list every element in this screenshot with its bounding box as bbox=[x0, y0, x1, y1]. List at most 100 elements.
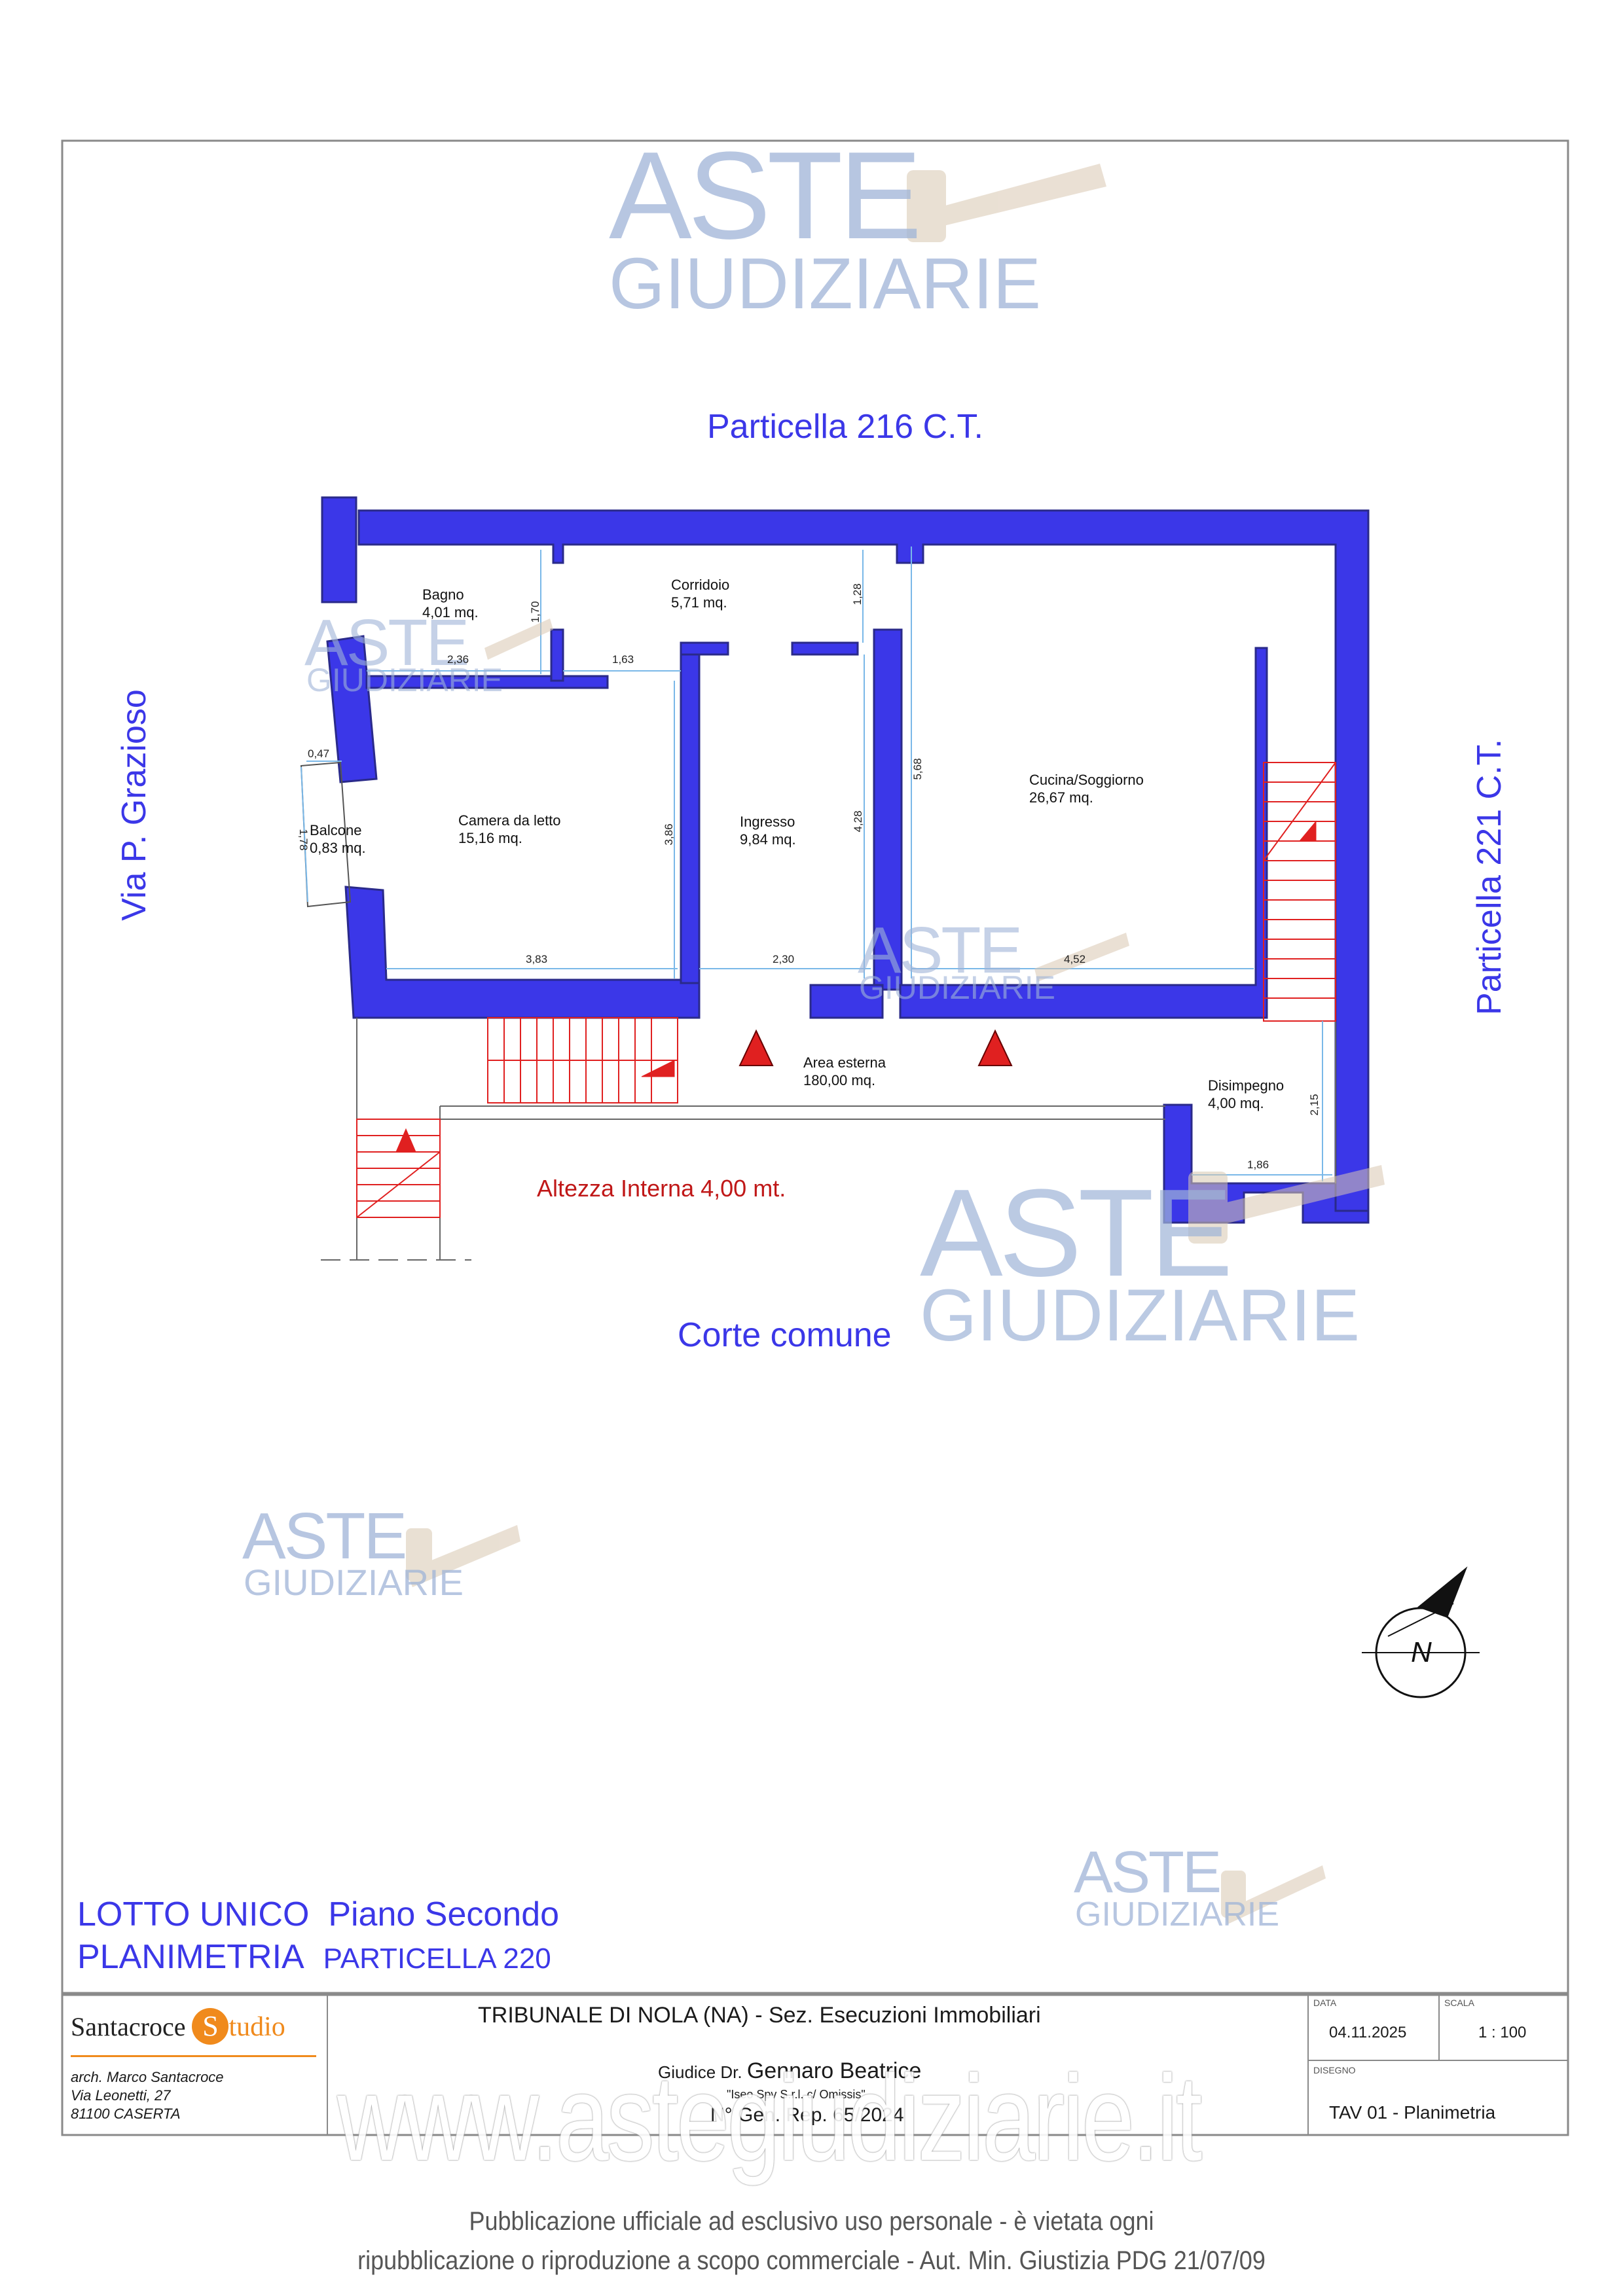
dim-balc-h: 1,78 bbox=[297, 829, 310, 851]
author-city: 81100 CASERTA bbox=[71, 2106, 181, 2122]
dim-balc-w: 0,47 bbox=[308, 747, 330, 760]
watermark-giudiziarie-5: GIUDIZIARIE bbox=[306, 662, 503, 698]
studio-address: arch. Marco Santacroce Via Leonetti, 27 … bbox=[71, 2068, 224, 2123]
author-street: Via Leonetti, 27 bbox=[71, 2087, 171, 2104]
dim-ingresso-h: 4,28 bbox=[852, 810, 864, 833]
court-title: TRIBUNALE DI NOLA (NA) - Sez. Esecuzioni… bbox=[478, 2003, 1041, 2028]
dim-cucina-h: 5,68 bbox=[911, 758, 924, 780]
judge-prefix: Giudice Dr. bbox=[658, 2062, 742, 2082]
wall-ingresso-stub bbox=[680, 641, 729, 656]
title-planimetria: PLANIMETRIA bbox=[77, 1938, 304, 1976]
watermark-aste-2: ASTE bbox=[920, 1164, 1233, 1302]
watermark-aste-5: ASTE bbox=[304, 606, 469, 679]
room-area: 5,71 mq. bbox=[671, 594, 727, 611]
brand-studio: tudio bbox=[228, 2012, 285, 2042]
footer-line-2: ripubblicazione o riproduzione a scopo c… bbox=[357, 2246, 1266, 2275]
wall-bagno-south bbox=[365, 675, 609, 689]
walls bbox=[321, 496, 1370, 1224]
date-value: 04.11.2025 bbox=[1329, 2024, 1407, 2041]
south-court-label: Corte comune bbox=[678, 1316, 892, 1354]
dim-corr-w: 1,63 bbox=[612, 653, 634, 666]
dim-camera-w: 3,83 bbox=[526, 953, 548, 965]
parties-line: "Iseo Spv S.r.l. c/ Omissis" bbox=[727, 2088, 866, 2101]
room-name: Bagno bbox=[422, 586, 464, 603]
drawing-title-1: LOTTO UNICO Piano Secondo bbox=[77, 1895, 559, 1934]
stairs bbox=[356, 762, 1336, 1218]
dim-camera-h: 3,86 bbox=[663, 823, 675, 846]
scale-value: 1 : 100 bbox=[1478, 2024, 1527, 2041]
rep-line: N° Gen. Rep. 65/2024 bbox=[710, 2104, 904, 2126]
room-name: Balcone bbox=[310, 822, 362, 838]
room-name: Area esterna bbox=[803, 1054, 886, 1071]
room-area: 4,01 mq. bbox=[422, 604, 479, 620]
wall-nw-pillar bbox=[321, 496, 357, 603]
watermark-giudiziarie-4: GIUDIZIARIE bbox=[1075, 1895, 1280, 1933]
east-parcel-label: Particella 221 C.T. bbox=[1470, 739, 1508, 1015]
title-piano: Piano Secondo bbox=[328, 1895, 560, 1933]
wall-south-kitchen bbox=[899, 647, 1268, 1019]
watermark-aste-3: ASTE bbox=[242, 1499, 407, 1573]
title-lotto: LOTTO UNICO bbox=[77, 1895, 310, 1933]
dim-bagno-h: 1,70 bbox=[529, 601, 541, 623]
entrance-arrow-2 bbox=[977, 1029, 1013, 1066]
dim-cucina-w: 4,52 bbox=[1064, 953, 1086, 965]
wall-bagno-east bbox=[550, 628, 564, 682]
room-area: 15,16 mq. bbox=[458, 830, 522, 846]
room-area: 26,67 mq. bbox=[1029, 789, 1093, 806]
drawing-title-2: PLANIMETRIA PARTICELLA 220 bbox=[77, 1937, 551, 1977]
watermark-giudiziarie-3: GIUDIZIARIE bbox=[244, 1562, 464, 1603]
author-name: arch. Marco Santacroce bbox=[71, 2069, 224, 2085]
watermark-aste-1: ASTE bbox=[609, 126, 922, 265]
north-symbol bbox=[1362, 1566, 1480, 1698]
titleblock-frame bbox=[61, 1994, 1569, 2136]
scale-label: SCALA bbox=[1444, 1998, 1474, 2008]
watermark-giudiziarie-1: GIUDIZIARIE bbox=[609, 243, 1042, 324]
drawing-frame bbox=[61, 139, 1569, 1994]
footer-line-1: Pubblicazione ufficiale ad esclusivo uso… bbox=[469, 2207, 1154, 2236]
stair-right bbox=[1263, 762, 1336, 1022]
room-name: Ingresso bbox=[740, 814, 795, 830]
dim-disimpegno-w: 1,86 bbox=[1247, 1158, 1269, 1171]
watermark-giudiziarie-2: GIUDIZIARIE bbox=[920, 1274, 1360, 1356]
room-balcone: Balcone 0,83 mq. bbox=[310, 821, 366, 857]
wall-ingresso-west bbox=[680, 641, 701, 984]
drawing-label: DISEGNO bbox=[1313, 2065, 1356, 2075]
room-name: Disimpegno bbox=[1208, 1077, 1285, 1094]
west-street-label: Via P. Grazioso bbox=[115, 689, 153, 921]
watermark-aste-6: ASTE bbox=[858, 914, 1023, 987]
judge-name: Gennaro Beatrice bbox=[746, 2058, 922, 2083]
north-symbol-letter: N bbox=[1411, 1636, 1432, 1668]
wall-south-mid bbox=[809, 984, 884, 1019]
judge-line: Giudice Dr. Gennaro Beatrice bbox=[658, 2058, 921, 2084]
wall-west-lower bbox=[344, 886, 701, 1019]
entrance-arrow-1 bbox=[739, 1029, 774, 1066]
height-note: Altezza Interna 4,00 mt. bbox=[537, 1175, 786, 1202]
watermark-url: www.astegiudiziarie.it bbox=[337, 2051, 1202, 2186]
drawing-value: TAV 01 - Planimetria bbox=[1329, 2102, 1496, 2123]
room-area: 9,84 mq. bbox=[740, 831, 796, 848]
title-particella: PARTICELLA 220 bbox=[323, 1943, 551, 1975]
watermark-giudiziarie-6: GIUDIZIARIE bbox=[859, 969, 1056, 1006]
brand-s-badge: S bbox=[192, 2008, 229, 2045]
watermark-aste-4: ASTE bbox=[1074, 1840, 1222, 1905]
room-area: 0,83 mq. bbox=[310, 840, 366, 856]
wall-west-upper bbox=[326, 635, 378, 783]
room-area: 4,00 mq. bbox=[1208, 1095, 1264, 1111]
brand-santacroce: Santacroce bbox=[71, 2012, 186, 2041]
stair-arrows bbox=[395, 820, 1317, 1153]
watermark-gavels bbox=[406, 164, 1385, 1924]
room-name: Corridoio bbox=[671, 577, 730, 593]
room-name: Cucina/Soggiorno bbox=[1029, 772, 1144, 788]
wall-corr-stub bbox=[791, 641, 859, 656]
date-label: DATA bbox=[1313, 1998, 1337, 2008]
dim-disimpegno-h: 2,15 bbox=[1308, 1094, 1321, 1116]
north-parcel-label: Particella 216 C.T. bbox=[707, 408, 983, 446]
